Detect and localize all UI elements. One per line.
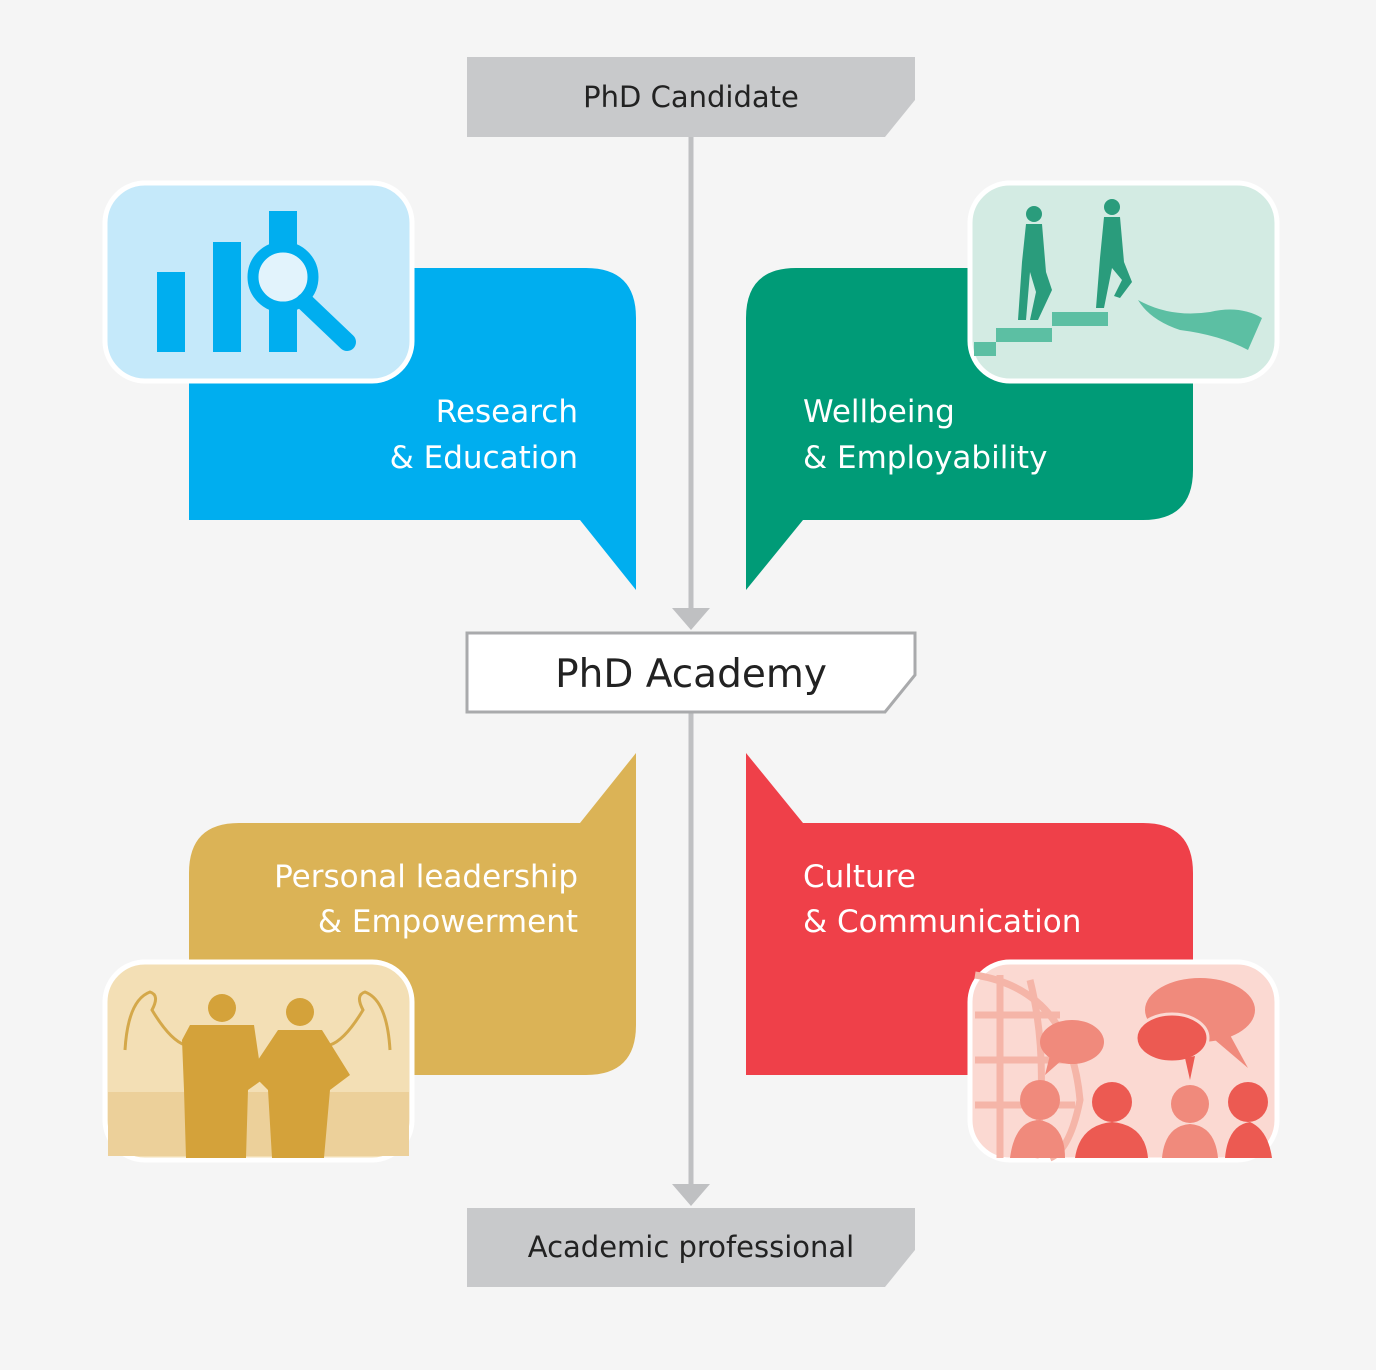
center-label: PhD Academy	[555, 652, 827, 697]
pillar-wellbeing-employability: Wellbeing & Employability	[746, 180, 1280, 590]
arrow-down-icon	[672, 608, 710, 630]
arrow-down-icon	[672, 1184, 710, 1206]
start-box: PhD Candidate	[467, 57, 915, 137]
bar-chart-magnifier-icon	[102, 180, 415, 384]
pillar-personal-leadership: Personal leadership & Empowerment	[102, 753, 636, 1163]
strong-people-icon	[102, 959, 415, 1163]
pillar-line1: Personal leadership	[274, 859, 578, 895]
pillar-culture-communication: Culture & Communication	[746, 753, 1280, 1163]
end-box: Academic professional	[467, 1208, 915, 1287]
flow-connector-top	[672, 137, 710, 630]
pillar-line2: & Education	[390, 440, 578, 476]
flow-connector-bottom	[672, 712, 710, 1206]
pillar-line2: & Communication	[803, 904, 1081, 940]
pillar-research-education: Research & Education	[102, 180, 636, 590]
people-climbing-stairs-icon	[967, 180, 1280, 384]
pillar-line1: Culture	[803, 859, 916, 895]
pillar-line2: & Employability	[803, 440, 1047, 476]
center-box: PhD Academy	[465, 631, 917, 714]
people-talking-globe-icon	[967, 959, 1280, 1163]
pillar-line1: Wellbeing	[803, 394, 955, 430]
pillar-line2: & Empowerment	[318, 904, 578, 940]
end-label: Academic professional	[528, 1230, 854, 1264]
start-label: PhD Candidate	[583, 80, 799, 114]
pillar-line1: Research	[436, 394, 578, 430]
